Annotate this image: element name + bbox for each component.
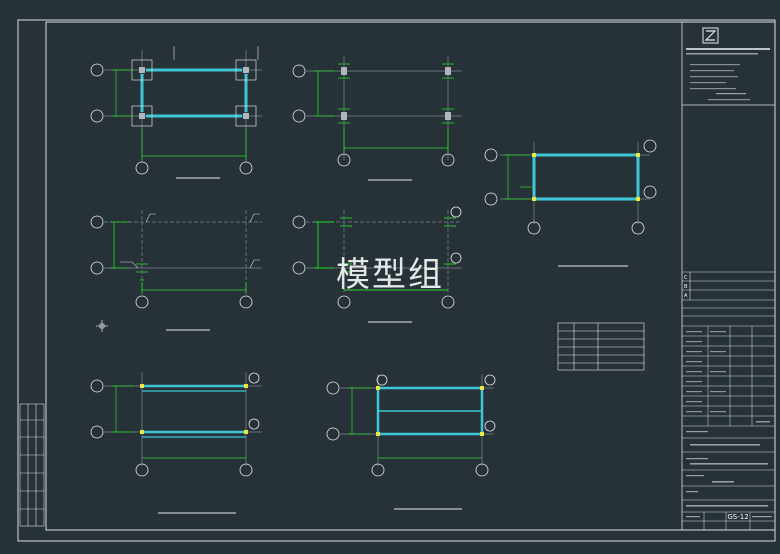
binding-strip-table	[19, 403, 45, 527]
schedule-table	[557, 322, 645, 371]
plan-view-3	[484, 139, 657, 267]
plan-view-6	[90, 372, 262, 514]
title-block: C B A	[681, 22, 775, 530]
company-logo	[702, 27, 719, 44]
plan-view-4	[90, 210, 262, 331]
company-header-lines	[686, 48, 770, 101]
crosshair-icon	[96, 320, 108, 332]
plan-view-1	[90, 46, 262, 179]
revision-letter-a: A	[684, 293, 688, 299]
drawing-number: GS-12	[727, 513, 748, 521]
inner-frame	[45, 21, 776, 531]
revision-letter-b: B	[684, 284, 688, 290]
plan-view-2	[292, 56, 462, 181]
watermark-text: 模型组	[336, 255, 444, 295]
revision-letter-c: C	[684, 275, 688, 281]
plan-view-7	[326, 374, 496, 510]
plan-view-5	[292, 206, 462, 323]
